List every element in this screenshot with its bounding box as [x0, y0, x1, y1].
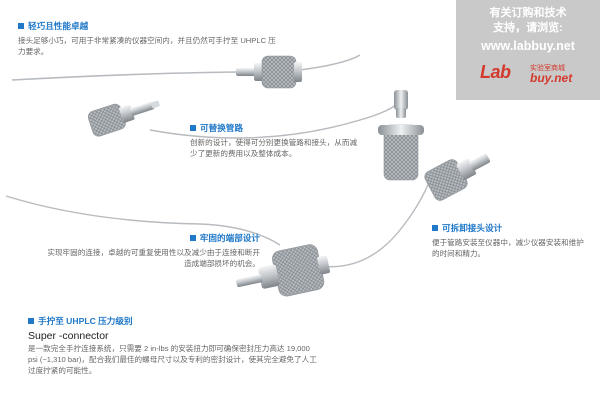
- feature-title: 轻巧且性能卓越: [28, 21, 89, 31]
- fitting-horizontal-top: [236, 55, 302, 89]
- tubing-line-bottom-right: [299, 179, 431, 268]
- fitting-bottom-large: [236, 244, 330, 297]
- feature-hand-tight: 手拧至 UHPLC 压力级别 Super -connector 是一款完全手拧连…: [28, 315, 318, 376]
- feature-title: 牢固的端部设计: [199, 233, 260, 243]
- tubing-line-top-right: [299, 54, 361, 71]
- bullet-square-icon: [18, 23, 24, 29]
- feature-replaceable-tubing: 可替换管路 创新的设计，使得可分别更换管路和接头，从而减少了更新的费用以及整体成…: [190, 122, 358, 159]
- feature-detachable: 可拆卸接头设计 便于管路安装至仪器中，减少仪器安装和维护的时间和精力。: [432, 222, 590, 259]
- feature-title: 可替换管路: [200, 123, 243, 133]
- tubing-line-top: [11, 71, 255, 81]
- feature-compact: 轻巧且性能卓越 接头足够小巧，可用于非常紧凑的仪器空间内，并且仍然可手拧至 UH…: [18, 20, 280, 57]
- website-link[interactable]: www.labbuy.net: [481, 39, 575, 53]
- promo-box: 有关订购和技术 支持，请浏览: www.labbuy.net Lab 实验室商城…: [456, 0, 600, 100]
- feature-robust-end: 牢固的端部设计 实现牢固的连接，卓越的可重复使用性以及减少由于连接和断开造成端部…: [42, 232, 260, 269]
- feature-body: 接头足够小巧，可用于非常紧凑的仪器空间内，并且仍然可手拧至 UHPLC 压力要求…: [18, 36, 276, 56]
- tubing-line-bottom-left: [5, 195, 281, 246]
- bullet-square-icon: [189, 235, 196, 241]
- fitting-vertical-body: [378, 124, 424, 181]
- promo-line-1: 有关订购和技术: [489, 7, 567, 19]
- tubing-line-middle: [149, 99, 401, 139]
- bullet-square-icon: [432, 225, 438, 231]
- bullet-square-icon: [190, 125, 196, 131]
- product-name: Super -connector: [28, 330, 109, 342]
- feature-body: 是一款完全手拧连接系统，只需要 2 in-lbs 的安装扭力即可确保密封压力高达…: [28, 344, 317, 375]
- feature-body: 实现牢固的连接，卓越的可重复使用性以及减少由于连接和断开造成端部损坏的机会。: [47, 248, 260, 268]
- fitting-angled-right: [424, 153, 491, 201]
- feature-title: 可拆卸接头设计: [442, 223, 503, 233]
- feature-title: 手拧至 UHPLC 压力级别: [38, 316, 133, 326]
- feature-body: 便于管路安装至仪器中，减少仪器安装和维护的时间和精力。: [432, 238, 584, 258]
- feature-body: 创新的设计，使得可分别更换管路和接头，从而减少了更新的费用以及整体成本。: [190, 138, 358, 158]
- labbuy-logo[interactable]: Lab 实验室商城 buy.net: [480, 62, 573, 85]
- fitting-diagonal-left: [87, 100, 160, 137]
- bullet-square-icon: [28, 318, 34, 324]
- promo-line-2: 支持，请浏览:: [493, 22, 563, 34]
- fitting-vertical-small: [394, 90, 408, 118]
